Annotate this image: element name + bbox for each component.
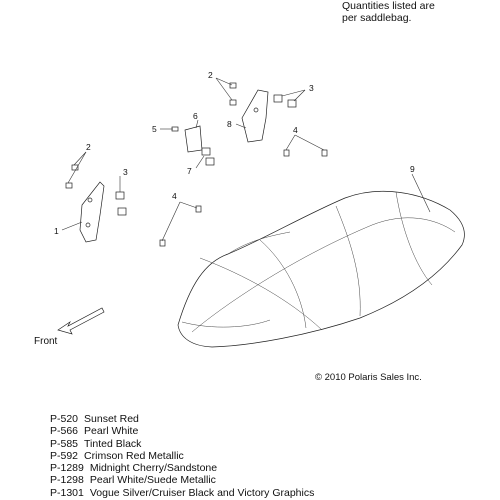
callout-numbers: 1 2 2 3 3 4 4 5 6 7 8 9 xyxy=(54,70,415,236)
mounting-bracket-left xyxy=(79,181,105,243)
quantity-note: Quantities listed are per saddlebag. xyxy=(342,0,435,24)
legend-code: P-592 xyxy=(50,449,79,462)
legend-item: P-1289 Midnight Cherry/Sandstone xyxy=(50,462,314,474)
callout-number: 5 xyxy=(152,124,157,134)
saddlebag-lid xyxy=(177,190,465,348)
front-direction-label: Front xyxy=(34,336,58,347)
copyright-notice: © 2010 Polaris Sales Inc. xyxy=(315,372,422,383)
legend-item: P-520 Sunset Red xyxy=(50,413,314,425)
legend-color-name: Crimson Red Metallic xyxy=(84,449,184,462)
legend-code: P-1289 xyxy=(50,462,84,475)
callout-number: 8 xyxy=(227,119,232,129)
leader-lines xyxy=(61,77,431,242)
legend-color-name: Vogue Silver/Cruiser Black and Victory G… xyxy=(89,486,315,499)
fastener-hardware xyxy=(65,82,328,247)
callout-number: 2 xyxy=(208,70,213,80)
legend-item: P-1298 Pearl White/Suede Metallic xyxy=(50,474,314,486)
legend-item: P-1301 Vogue Silver/Cruiser Black and Vic… xyxy=(50,487,314,499)
callout-number: 9 xyxy=(410,164,415,174)
legend-color-name: Midnight Cherry/Sandstone xyxy=(89,462,218,475)
legend-code: P-520 xyxy=(50,413,79,425)
color-code-legend: P-520 Sunset Red P-566 Pearl White P-585 Ti… xyxy=(50,413,314,499)
legend-code: P-566 xyxy=(50,425,79,438)
callout-number: 6 xyxy=(193,111,198,121)
legend-code: P-1301 xyxy=(50,486,84,499)
legend-color-name: Pearl White/Suede Metallic xyxy=(89,474,216,487)
callout-number: 4 xyxy=(172,191,177,201)
legend-color-name: Sunset Red xyxy=(84,413,139,425)
legend-code: P-585 xyxy=(50,437,79,450)
callout-number: 3 xyxy=(309,83,314,93)
callout-number: 3 xyxy=(123,167,128,177)
legend-item: P-566 Pearl White xyxy=(50,425,314,437)
callout-number: 1 xyxy=(54,226,59,236)
quantity-note-line: Quantities listed are xyxy=(342,0,435,12)
callout-number: 2 xyxy=(86,142,91,152)
legend-color-name: Pearl White xyxy=(84,425,139,438)
legend-color-name: Tinted Black xyxy=(84,437,142,450)
quantity-note-line: per saddlebag. xyxy=(342,12,412,24)
legend-code: P-1298 xyxy=(50,474,84,487)
legend-item: P-592 Crimson Red Metallic xyxy=(50,450,314,462)
callout-number: 7 xyxy=(187,166,192,176)
front-arrow-icon xyxy=(57,307,105,335)
callout-number: 4 xyxy=(293,125,298,135)
legend-item: P-585 Tinted Black xyxy=(50,438,314,450)
